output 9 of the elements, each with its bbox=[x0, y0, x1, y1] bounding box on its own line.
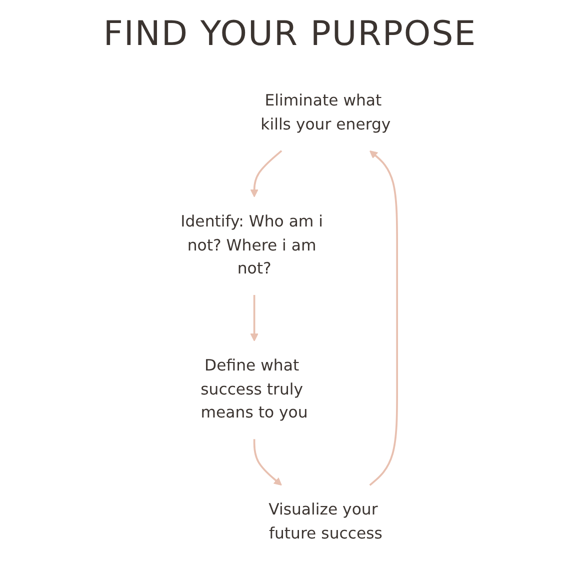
arrow bbox=[250, 294, 258, 342]
node-text: Identify: Who am i not? Where i am not? bbox=[180, 212, 324, 278]
diagram-title: FIND YOUR PURPOSE bbox=[103, 14, 477, 54]
node-text: Eliminate what kills your energy bbox=[260, 92, 391, 134]
node-text: Visualize your future success bbox=[268, 500, 382, 543]
arrow bbox=[250, 150, 282, 198]
node-text: Define what success truly means to you bbox=[200, 356, 308, 422]
arrow bbox=[253, 439, 282, 486]
arrow bbox=[369, 150, 398, 486]
